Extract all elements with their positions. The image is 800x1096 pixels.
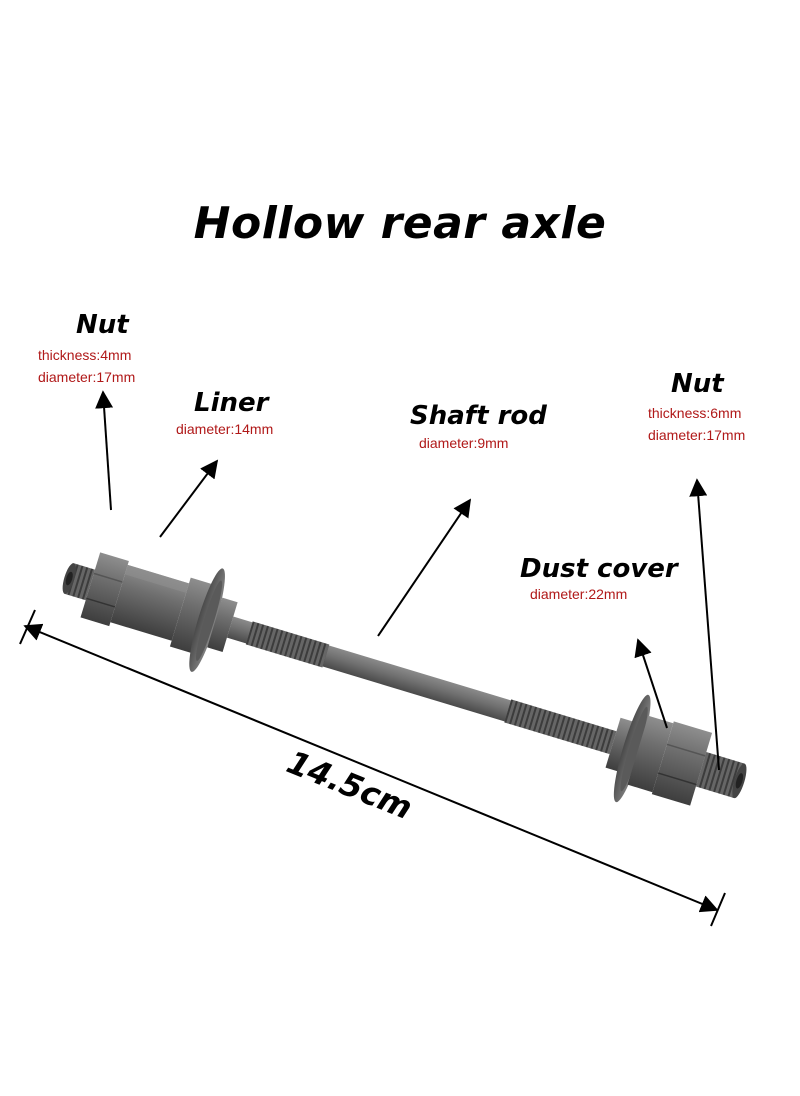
left-nut-arrow <box>95 390 114 511</box>
left-nut-label: Nut <box>76 310 129 340</box>
right-nut-thickness: thickness:6mm <box>648 405 742 421</box>
liner <box>110 564 189 641</box>
liner-diameter: diameter:14mm <box>176 421 274 437</box>
right-nut-diameter: diameter:17mm <box>648 427 746 443</box>
shaft-rod-diameter: diameter:9mm <box>419 435 509 451</box>
shaft-rod-label: Shaft rod <box>410 401 547 431</box>
length-dimension-line <box>19 609 726 927</box>
shaft-rod-arrow <box>377 498 472 637</box>
page-title: Hollow rear axle <box>193 198 607 249</box>
left-thread <box>245 621 330 668</box>
liner-label: Liner <box>194 388 269 418</box>
left-nut-thickness: thickness:4mm <box>38 347 132 363</box>
dust-cover-diameter: diameter:22mm <box>530 586 628 602</box>
dust-cover-label: Dust cover <box>520 554 678 584</box>
left-nut <box>80 552 129 627</box>
left-nut-diameter: diameter:17mm <box>38 369 136 385</box>
right-nut-label: Nut <box>671 369 724 399</box>
right-nut-arrow <box>689 478 720 771</box>
liner-arrow <box>159 459 219 538</box>
right-thread <box>504 699 617 755</box>
